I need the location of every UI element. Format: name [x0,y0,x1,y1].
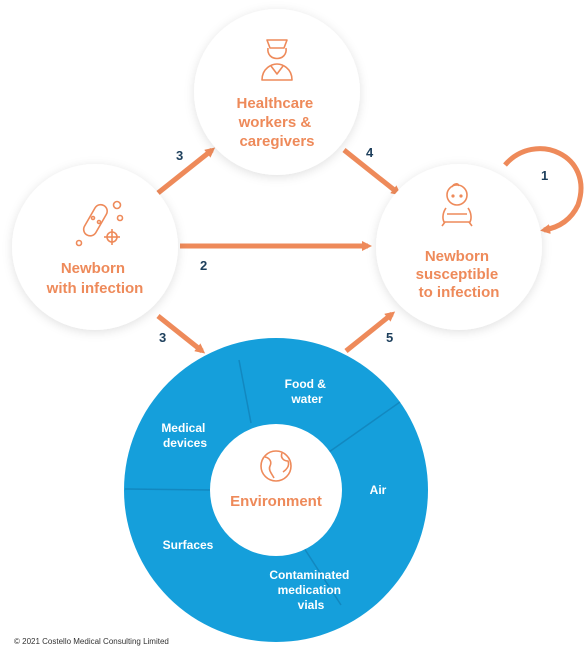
segment-medical-devices: Medical devices [161,421,208,450]
infected-label: Newborn with infection [46,260,144,297]
route-numbers: 1 2 3 3 4 5 [159,145,548,345]
route-number-2: 2 [200,258,207,273]
segment-contaminated-vials: Contaminated medication vials [269,568,352,612]
susceptible-label-line-2: susceptible [416,266,499,283]
node-healthcare: Healthcare workers & caregivers [194,9,360,175]
susceptible-label-line-3: to infection [419,284,500,301]
arrow-self-loop [503,146,584,234]
node-newborn-susceptible: Newborn susceptible to infection [376,164,542,330]
segment-air: Air [370,483,387,497]
susceptible-label-line-1: Newborn [425,248,489,265]
environment-dividers [124,359,401,606]
route-arrows [156,146,584,354]
route-number-3a: 3 [176,148,183,163]
segment-air-line-1: Air [370,483,387,497]
bacteria-icon [75,200,124,247]
route-number-1: 1 [541,168,548,183]
segment-surfaces-line-1: Surfaces [163,538,214,552]
baby-icon [441,183,473,227]
copyright-notice: © 2021 Costello Medical Consulting Limit… [14,637,169,646]
healthcare-label: Healthcare workers & caregivers [237,95,318,150]
segment-vials-line-2: medication [278,583,341,597]
environment-center [210,424,342,556]
segment-food-water: Food & water [285,377,330,406]
segment-vials-line-1: Contaminated [269,568,349,582]
segment-devices-line-2: devices [163,436,207,450]
arrow-environment-to-susceptible [344,311,396,353]
infected-label-line-2: with infection [46,280,144,297]
environment-wheel: Environment Food & water Air Contaminate… [124,338,428,642]
nurse-icon [261,39,293,81]
arrow-infected-to-environment [156,314,206,354]
segment-devices-line-1: Medical [161,421,205,435]
susceptible-label: Newborn susceptible to infection [416,248,503,301]
segment-food-water-line-2: water [290,392,323,406]
infected-label-line-1: Newborn [61,260,125,277]
arrow-infected-to-healthcare [156,147,216,195]
segment-vials-line-3: vials [298,598,325,612]
environment-label: Environment [230,493,322,510]
route-number-3b: 3 [159,330,166,345]
segment-food-water-line-1: Food & [285,377,327,391]
segment-surfaces: Surfaces [163,538,214,552]
globe-icon [260,450,292,482]
route-number-4: 4 [366,145,374,160]
route-number-5: 5 [386,330,393,345]
healthcare-label-line-1: Healthcare [237,95,314,112]
node-newborn-infected: Newborn with infection [12,164,178,330]
healthcare-label-line-2: workers & [238,114,312,131]
healthcare-label-line-3: caregivers [239,133,314,150]
arrow-healthcare-to-susceptible [342,148,402,196]
